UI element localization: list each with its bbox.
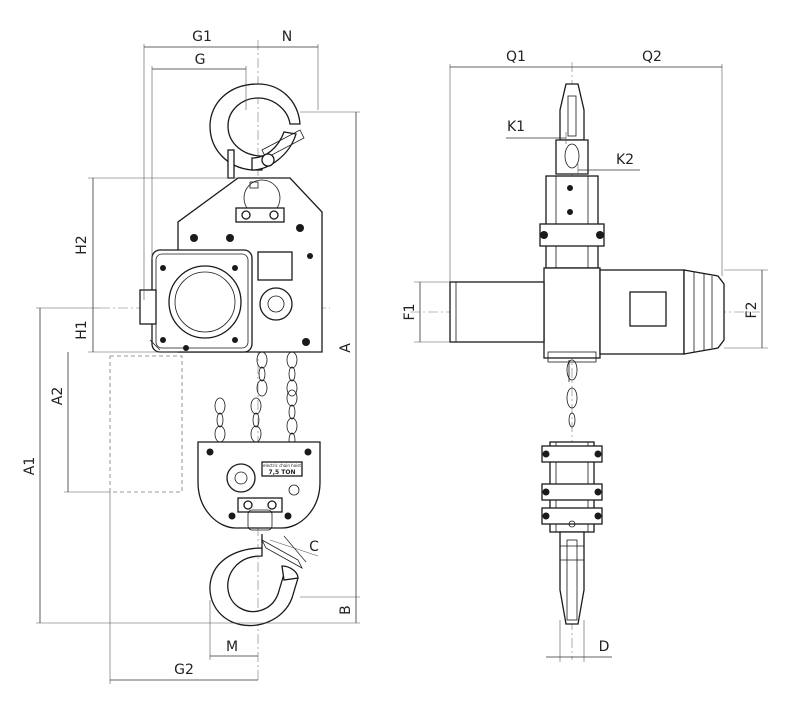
label-G: G xyxy=(195,52,206,68)
label-K2: K2 xyxy=(616,152,634,168)
label-C: C xyxy=(309,539,319,555)
front-body xyxy=(449,267,725,363)
label-Q1: Q1 xyxy=(506,49,526,65)
label-B: B xyxy=(338,605,354,615)
front-bottom-block xyxy=(541,441,603,533)
label-H2: H2 xyxy=(74,235,90,254)
front-view: Q1 Q2 K1 K2 F1 F2 D xyxy=(402,49,768,662)
bottom-block: electric chain hoist 7,5 TON xyxy=(197,441,321,531)
label-A: A xyxy=(338,343,354,353)
front-bottom-hook xyxy=(559,531,585,625)
label-D: D xyxy=(599,639,610,655)
front-suspension xyxy=(539,175,605,269)
label-A2: A2 xyxy=(50,387,66,405)
hidden-outline xyxy=(109,355,183,493)
label-G1: G1 xyxy=(192,29,212,45)
label-Q2: Q2 xyxy=(642,49,662,65)
label-K1: K1 xyxy=(507,119,525,135)
chain-falls xyxy=(214,351,298,448)
bottom-hook xyxy=(209,534,303,627)
front-top-hook xyxy=(555,83,589,175)
label-G2: G2 xyxy=(174,662,194,678)
label-F1: F1 xyxy=(402,304,418,321)
nameplate-line2: 7,5 TON xyxy=(269,469,296,476)
front-chains xyxy=(566,359,578,428)
label-M: M xyxy=(226,639,238,655)
motor xyxy=(139,249,253,353)
housing-bolts xyxy=(160,224,313,351)
label-A1: A1 xyxy=(22,457,38,475)
top-hook xyxy=(209,83,305,179)
label-N: N xyxy=(282,29,292,45)
side-view: electric chain hoist 7,5 TON G1 N xyxy=(22,29,360,684)
label-H1: H1 xyxy=(74,320,90,339)
label-F2: F2 xyxy=(744,302,760,319)
nameplate-line1: electric chain hoist xyxy=(263,463,301,468)
